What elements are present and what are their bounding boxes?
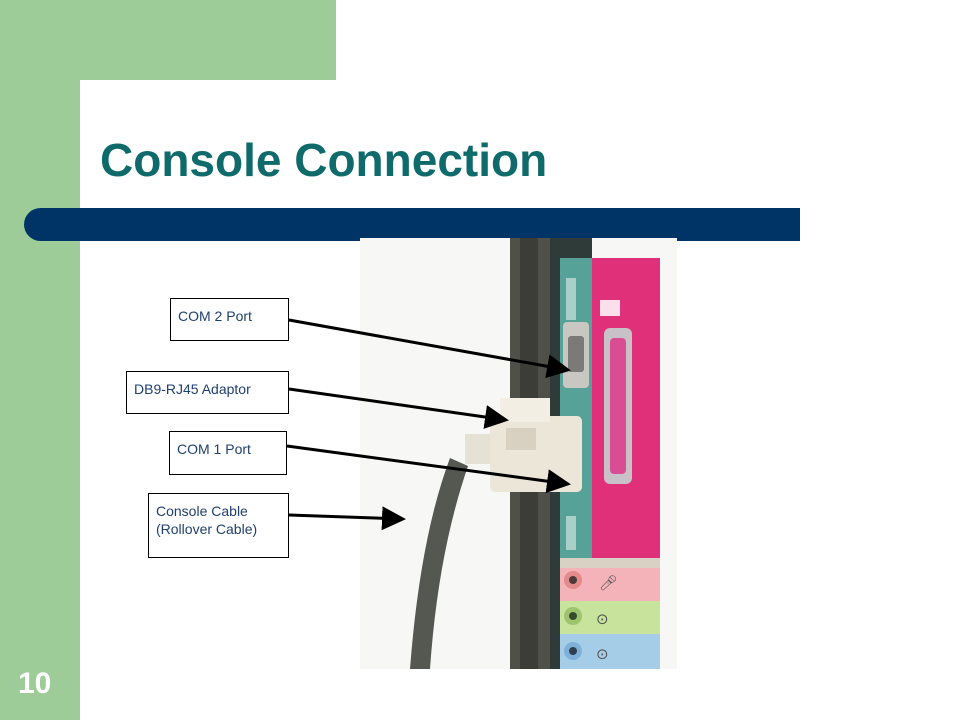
com2-serial-icon [566,278,576,320]
arrow-to-com1-port [286,444,571,494]
arrow-to-console-cable [288,506,406,531]
console-cable-label: Console Cable (Rollover Cable) [148,493,289,558]
arrow-to-adaptor [288,387,509,429]
microphone-icon: 🎤︎ [599,574,618,592]
speaker-out-icon: ⊙︎ [596,610,609,628]
com2-port-label: COM 2 Port [170,298,289,341]
arrow-to-com2-port [288,318,571,379]
slide-number: 10 [18,667,52,700]
panel-divider [560,558,660,568]
com1-port-label: COM 1 Port [169,431,287,475]
printer-icon [600,300,620,316]
slide-title: Console Connection [100,134,548,186]
db9-rj45-adaptor-label: DB9-RJ45 Adaptor [126,371,289,414]
parallel-port-pins [610,338,626,474]
computer-ports-photo: 🎤︎ ⊙︎ ⊙︎ [360,238,677,669]
com1-serial-icon [566,516,576,550]
left-green-strip [0,0,80,720]
com2-port-pins [568,336,584,372]
title-underline-bar [24,208,800,241]
adaptor-shadow [506,428,536,450]
speaker-in-icon: ⊙︎ [596,645,609,663]
console-cable [410,458,468,669]
top-green-block [0,0,336,80]
